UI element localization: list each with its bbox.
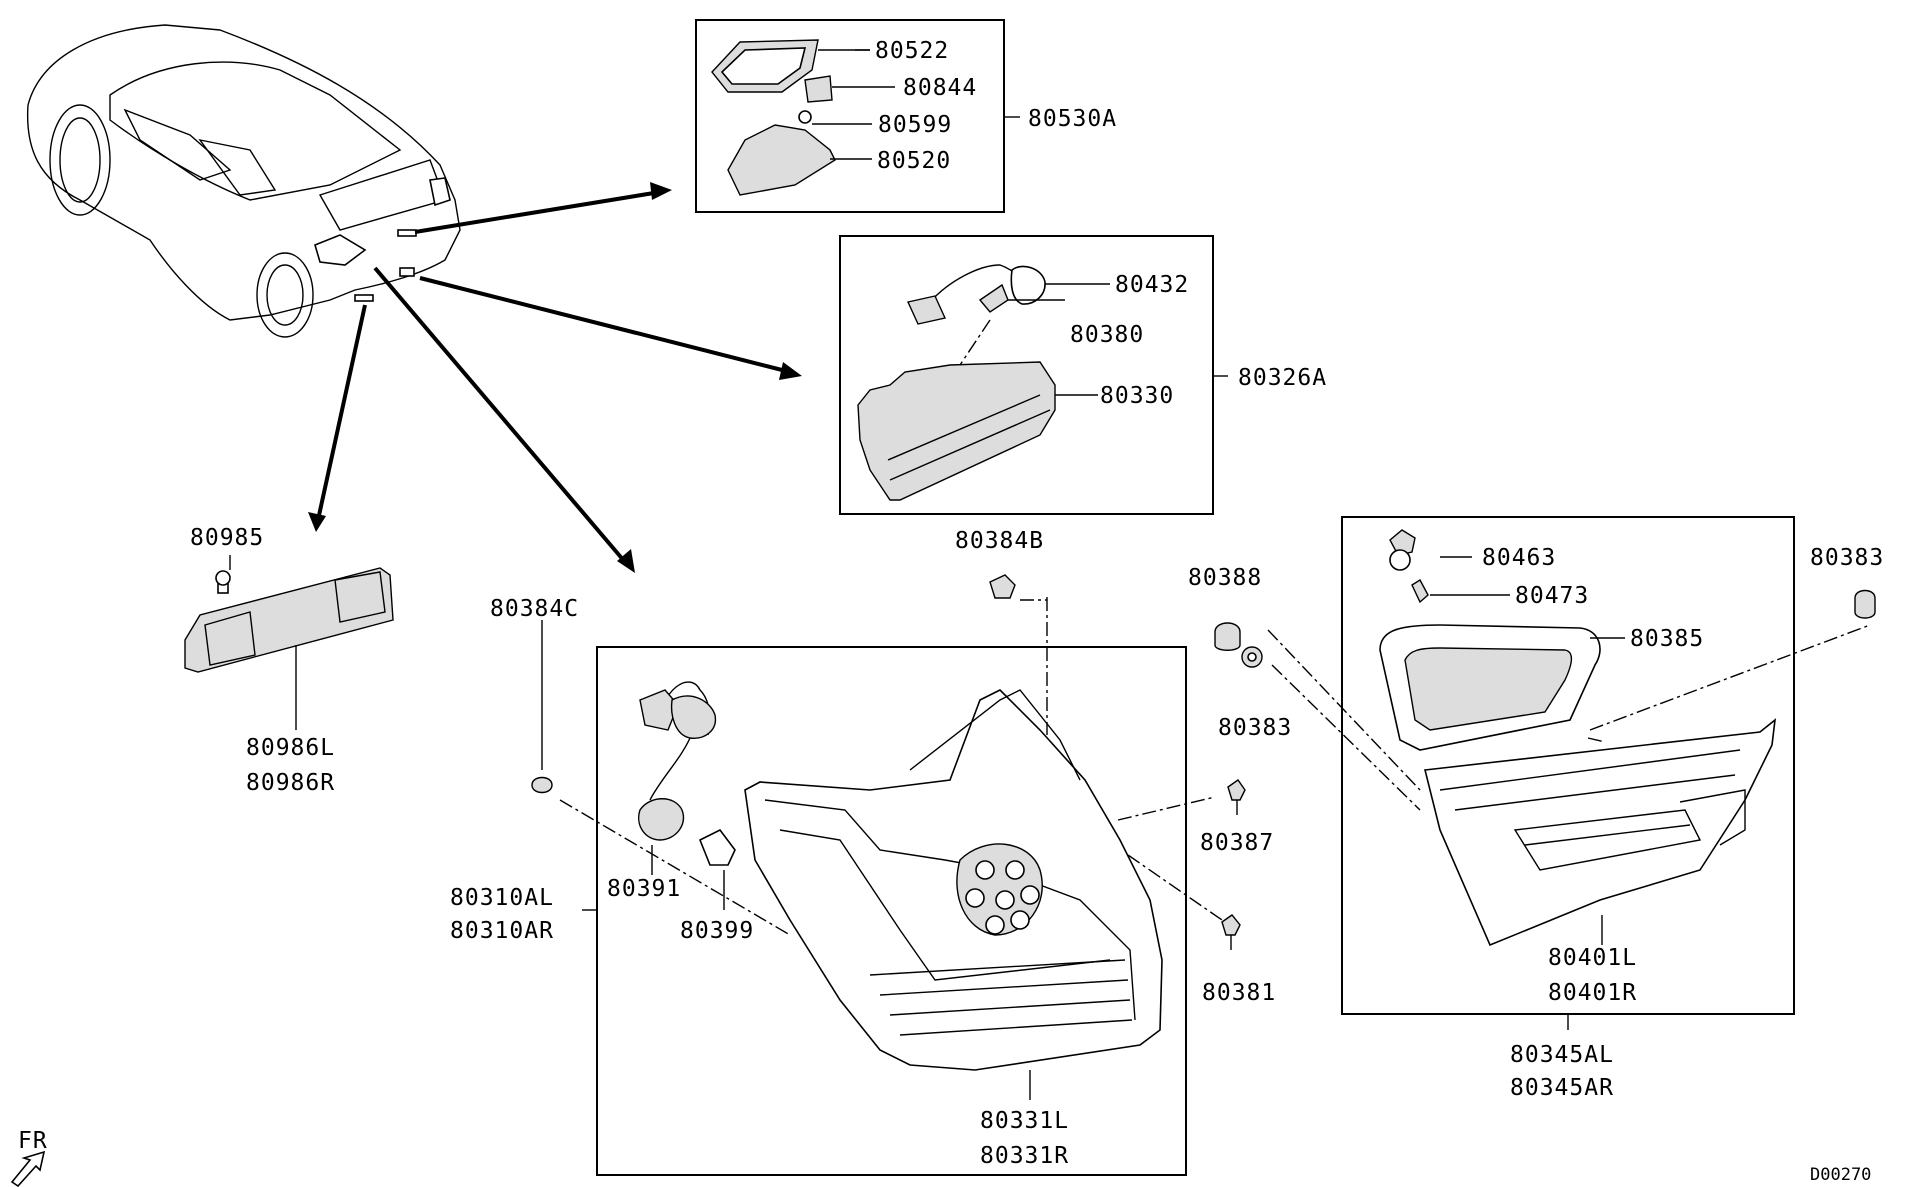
part-label-80401L: 80401L [1548,945,1637,971]
part-label-80473: 80473 [1515,583,1589,609]
part-label-80326A: 80326A [1238,365,1327,391]
small-fasteners [1214,622,1421,950]
part-label-80381: 80381 [1202,980,1276,1006]
part-label-80310AL: 80310AL [450,885,554,911]
part-label-80330: 80330 [1100,383,1174,409]
part-label-80401R: 80401R [1548,980,1637,1006]
part-label-80384C: 80384C [490,596,579,622]
part-label-80388: 80388 [1188,565,1262,591]
outer-tail-lamp-box [582,597,1223,1176]
part-label-80383-a: 80383 [1218,715,1292,741]
backup-lamp-box [839,235,1228,515]
part-label-80986R: 80986R [246,770,335,796]
part-label-80844: 80844 [903,75,977,101]
part-label-80432: 80432 [1115,272,1189,298]
part-label-80391: 80391 [607,876,681,902]
clip-80384c [531,620,791,936]
part-label-80345AR: 80345AR [1510,1075,1614,1101]
part-label-80985: 80985 [190,525,264,551]
part-label-80520: 80520 [877,148,951,174]
part-label-80986L: 80986L [246,735,335,761]
direction-label: FR [18,1128,48,1154]
grommet-80383-right [1854,589,1876,619]
part-label-80380: 80380 [1070,322,1144,348]
vehicle-illustration [26,24,461,338]
part-label-80310AR: 80310AR [450,918,554,944]
part-label-80530A: 80530A [1028,106,1117,132]
part-label-80399: 80399 [680,918,754,944]
part-label-80383-b: 80383 [1810,545,1884,571]
part-label-80387: 80387 [1200,830,1274,856]
front-direction-indicator: FR [10,1128,48,1187]
diagram-id: D00270 [1810,1165,1871,1185]
pointer-arrows [308,182,802,573]
part-label-80463: 80463 [1482,545,1556,571]
side-reflector [184,555,394,730]
part-label-80384B: 80384B [955,528,1044,554]
grommet-80384b [989,574,1016,599]
part-label-80345AL: 80345AL [1510,1042,1614,1068]
part-label-80331R: 80331R [980,1143,1069,1169]
part-label-80331L: 80331L [980,1108,1069,1134]
inner-tail-lamp-box [1341,516,1871,1030]
part-label-80599: 80599 [878,112,952,138]
part-label-80522: 80522 [875,38,949,64]
front-arrow-icon [10,1150,46,1187]
part-label-80385: 80385 [1630,626,1704,652]
license-lamp-box [695,19,1020,213]
